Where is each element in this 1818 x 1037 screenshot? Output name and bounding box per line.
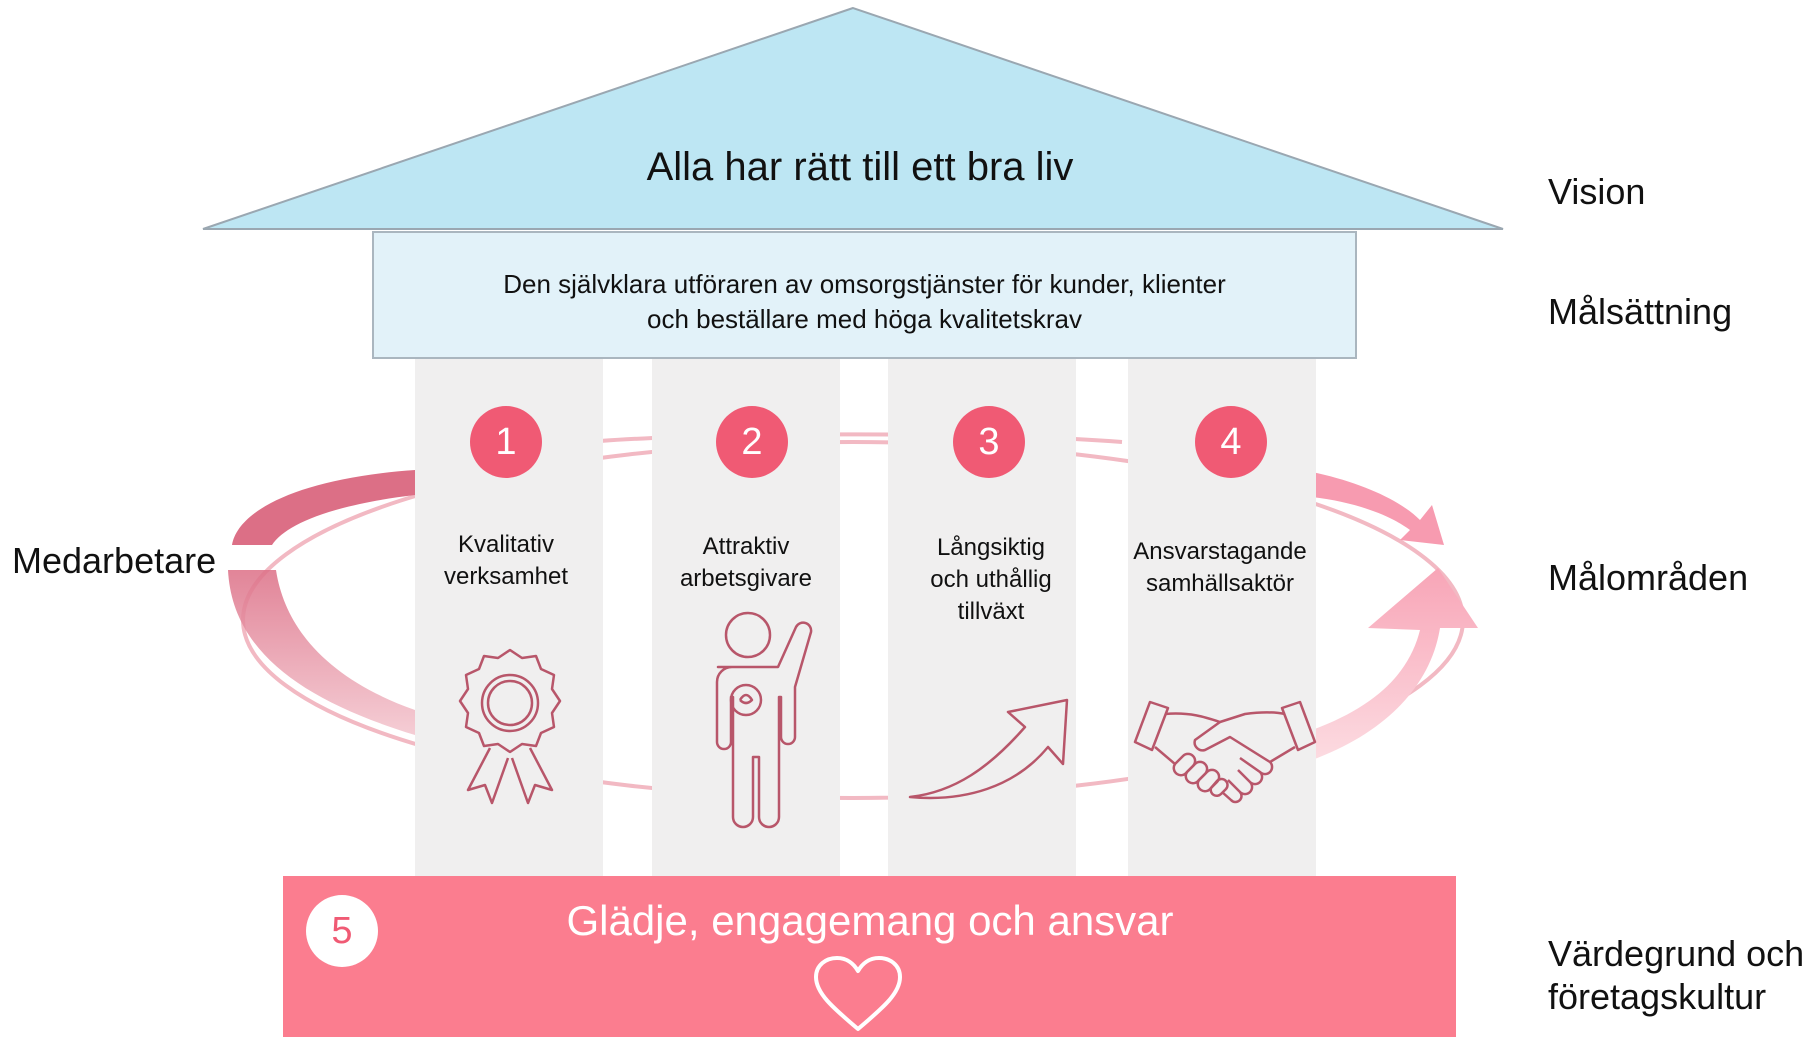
goal-line-2: och beställare med höga kvalitetskrav: [646, 304, 1082, 334]
roof: [202, 6, 1504, 230]
pillar-4-label-line-1: Ansvarstagande: [1133, 538, 1307, 565]
foundation-base: [283, 876, 1456, 1037]
label-areas: Målområden: [1548, 557, 1749, 598]
label-values-line-2: företagskultur: [1548, 976, 1767, 1017]
pillar-3-label-line-1: Långsiktig: [936, 534, 1046, 561]
pillar-3-label: Långsiktig och uthållig tillväxt: [891, 532, 1091, 628]
pillar-1-label-line-2: verksamhet: [443, 563, 569, 590]
pillar-2-label-line-2: arbetsgivare: [679, 565, 813, 592]
pillar-2-label-line-1: Attraktiv: [702, 533, 790, 560]
goal-beam: [372, 231, 1357, 359]
award-ribbon-icon: [458, 648, 562, 805]
label-goal: Målsättning: [1548, 291, 1733, 332]
label-values-line-1: Värdegrund och: [1548, 933, 1805, 974]
cycle-arrow-left: [232, 470, 415, 545]
pillar-4-label: Ansvarstagande samhällsaktör: [1120, 536, 1320, 600]
handshake-icon: [1133, 700, 1317, 804]
goal-statement: Den självklara utföraren av omsorgstjäns…: [372, 267, 1357, 337]
employee-person-icon: [715, 611, 813, 829]
label-values: Värdegrund och företagskultur: [1548, 932, 1804, 1018]
left-label-medarbetare: Medarbetare: [12, 540, 217, 581]
cycle-arrow-right-upper: [1312, 472, 1444, 545]
pillar-2-label: Attraktiv arbetsgivare: [646, 531, 846, 595]
vision-statement: Alla har rätt till ett bra liv: [646, 145, 1074, 189]
pillar-1-label-line-1: Kvalitativ: [457, 531, 555, 558]
heart-icon: [814, 956, 902, 1031]
pillar-1-number: 1: [470, 406, 542, 478]
foundation-text: Glädje, engagemang och ansvar: [566, 897, 1174, 944]
cycle-arrow-right-lower: [1312, 568, 1478, 760]
pillar-3-label-line-2: och uthållig: [930, 566, 1052, 593]
cycle-arrow-left-lower: [228, 570, 415, 735]
pillar-3-number: 3: [953, 406, 1025, 478]
foundation-number: 5: [306, 895, 378, 967]
goal-line-1: Den självklara utföraren av omsorgstjäns…: [503, 269, 1226, 299]
growth-arrow-icon: [908, 698, 1069, 800]
pillar-1-label: Kvalitativ verksamhet: [406, 529, 606, 593]
pillar-4-number: 4: [1195, 406, 1267, 478]
pillar-2-number: 2: [716, 406, 788, 478]
pillar-3-label-line-3: tillväxt: [957, 598, 1025, 625]
label-vision: Vision: [1548, 171, 1646, 212]
pillar-4-label-line-2: samhällsaktör: [1145, 570, 1295, 597]
